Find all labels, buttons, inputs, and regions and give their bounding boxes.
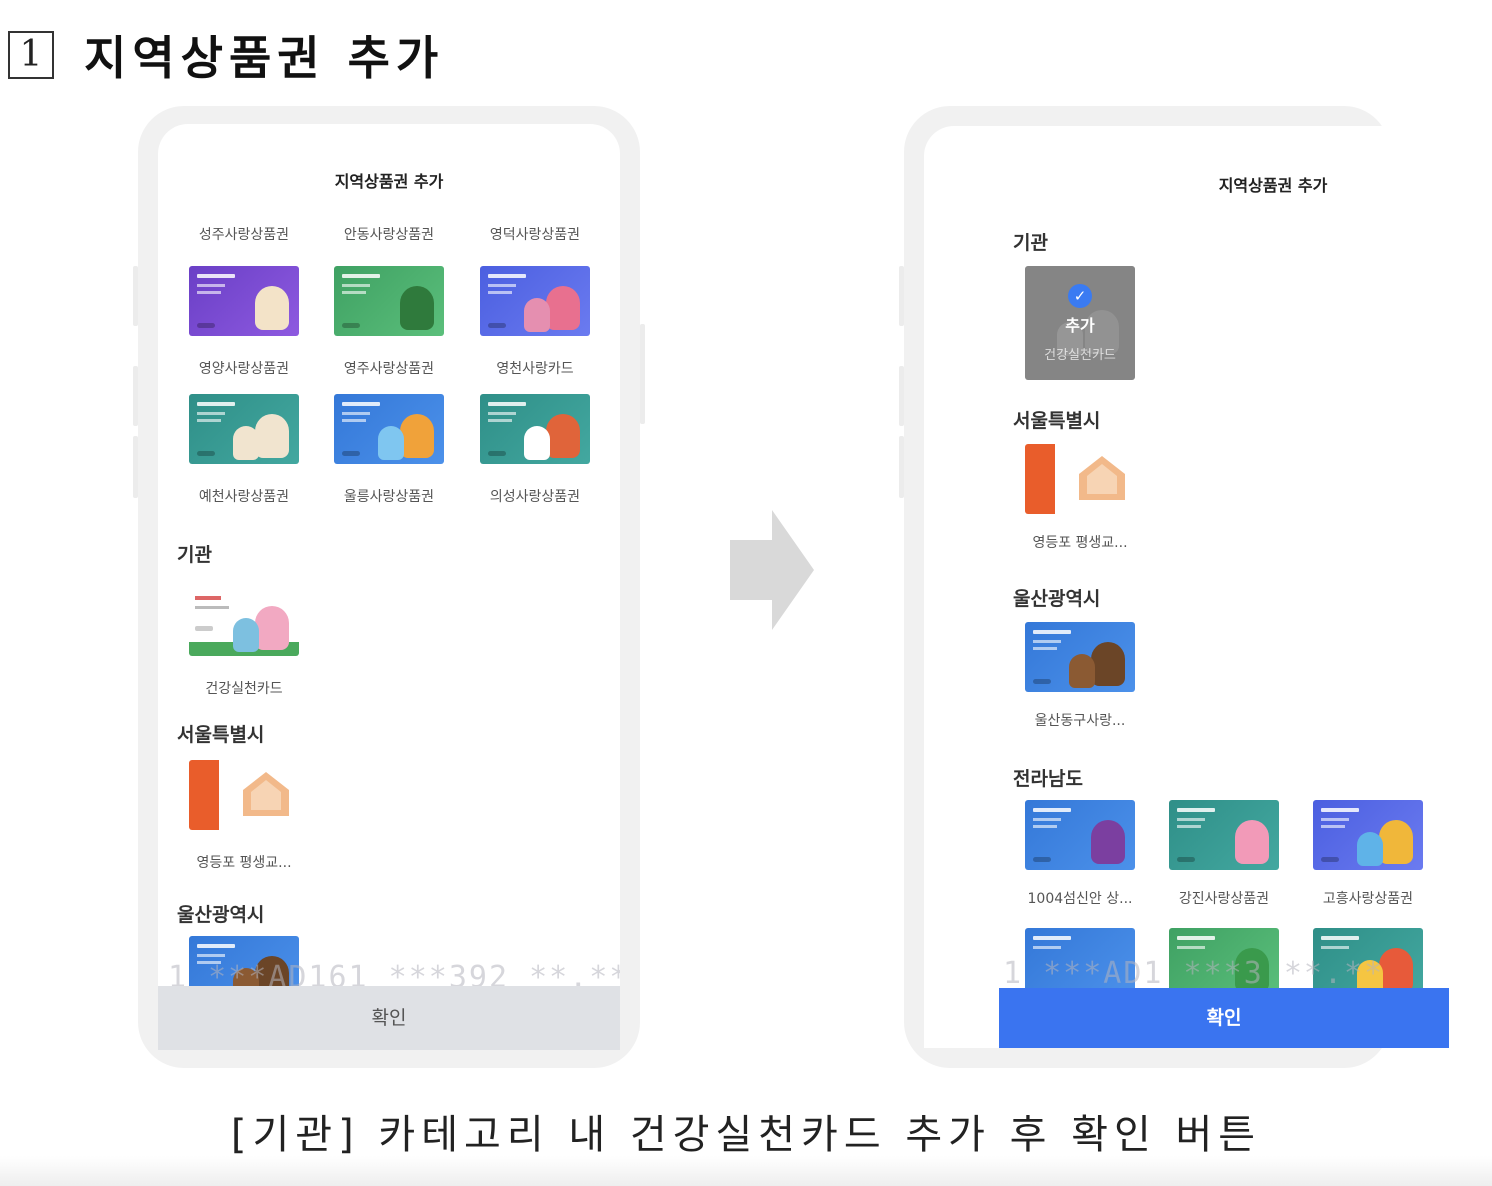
screen-title: 지역상품권 추가	[1218, 176, 1328, 195]
card-image	[189, 760, 299, 830]
card-image	[480, 266, 590, 336]
side-button	[899, 366, 904, 426]
voucher-card[interactable]: 의성사랑상품권	[480, 394, 590, 506]
card-image	[1313, 928, 1423, 998]
card-image: ✓ 추가 건강실천카드	[1025, 266, 1135, 380]
card-image	[334, 394, 444, 464]
card-image	[1169, 800, 1279, 870]
card-image	[189, 586, 299, 656]
selected-overlay: ✓ 추가 건강실천카드	[1025, 266, 1135, 380]
voucher-card[interactable]: 1004섬신안 상...	[1025, 800, 1135, 908]
left-screen: 지역상품권 추가 성주사랑상품권 안동사랑상품권 영덕사랑상품권 영양사랑상품권…	[158, 124, 620, 1050]
voucher-card[interactable]: 영주사랑상품권	[334, 266, 444, 378]
selected-card-name: 건강실천카드	[1044, 347, 1116, 363]
section-seoul-title: 서울특별시	[177, 724, 265, 746]
side-button	[133, 266, 138, 326]
card-image	[480, 394, 590, 464]
section-ulsan-title: 울산광역시	[1013, 588, 1101, 610]
card-label[interactable]: 안동사랑상품권	[343, 227, 435, 243]
card-label: 영등포 평생교...	[1032, 535, 1128, 551]
voucher-card-yeongdeungpo[interactable]: 영등포 평생교...	[189, 760, 299, 872]
figure-caption: [기관] 카테고리 내 건강실천카드 추가 후 확인 버튼	[230, 1112, 1262, 1158]
section-seoul-title: 서울특별시	[1013, 410, 1101, 432]
section-title: 지역상품권 추가	[84, 31, 445, 85]
left-phone-frame: 지역상품권 추가 성주사랑상품권 안동사랑상품권 영덕사랑상품권 영양사랑상품권…	[133, 106, 645, 1068]
watermark: 1 ***AD1 ***3 **.**	[1003, 956, 1385, 991]
card-label: 의성사랑상품권	[489, 489, 581, 505]
card-image	[1313, 800, 1423, 870]
voucher-card[interactable]: 영양사랑상품권	[189, 266, 299, 378]
voucher-card[interactable]: 강진사랑상품권	[1169, 800, 1279, 908]
card-label: 영등포 평생교...	[196, 855, 292, 871]
voucher-card[interactable]: 고흥사랑상품권	[1313, 800, 1423, 908]
voucher-card-yeongdeungpo[interactable]: 영등포 평생교...	[1025, 444, 1135, 552]
section-heading: 1 지역상품권 추가	[8, 22, 444, 88]
section-org-title: 기관	[1013, 232, 1048, 254]
check-icon: ✓	[1068, 283, 1092, 308]
right-content-panel: 기관 ✓ 추가 건강실천카드 서울특별시 영등포 평생교... 울산광역시	[999, 212, 1449, 1048]
voucher-card[interactable]: 울산동구사랑...	[1025, 622, 1135, 730]
card-image	[189, 266, 299, 336]
card-label: 영주사랑상품권	[343, 361, 435, 377]
voucher-card[interactable]: 울릉사랑상품권	[334, 394, 444, 506]
card-image	[1025, 928, 1135, 998]
voucher-card[interactable]	[1169, 928, 1279, 998]
card-label: 영양사랑상품권	[198, 361, 290, 377]
footer-fade	[0, 1156, 1492, 1186]
card-label: 강진사랑상품권	[1178, 891, 1270, 907]
card-label[interactable]: 성주사랑상품권	[198, 227, 290, 243]
card-image	[1025, 444, 1135, 514]
card-label: 울산동구사랑...	[1034, 713, 1126, 729]
card-label: 고흥사랑상품권	[1322, 891, 1414, 907]
voucher-card-health-selected[interactable]: ✓ 추가 건강실천카드	[1025, 266, 1135, 380]
card-image	[1169, 928, 1279, 998]
card-label: 예천사랑상품권	[198, 489, 290, 505]
card-image	[1025, 622, 1135, 692]
side-button	[899, 266, 904, 326]
side-button	[133, 366, 138, 426]
confirm-button[interactable]: 확인	[158, 986, 620, 1050]
card-label[interactable]: 영덕사랑상품권	[489, 227, 581, 243]
section-org-title: 기관	[177, 544, 212, 566]
card-label: 1004섬신안 상...	[1027, 891, 1133, 907]
section-jeonnam-title: 전라남도	[1013, 768, 1083, 790]
card-image	[334, 266, 444, 336]
voucher-card-health[interactable]: 건강실천카드	[189, 586, 299, 698]
voucher-card[interactable]: 예천사랑상품권	[189, 394, 299, 506]
voucher-card[interactable]	[1313, 928, 1423, 998]
confirm-button[interactable]: 확인	[999, 988, 1449, 1048]
screen-title: 지역상품권 추가	[334, 172, 444, 191]
side-button	[640, 324, 645, 424]
section-ulsan-title: 울산광역시	[177, 904, 265, 926]
side-button	[899, 436, 904, 498]
section-number: 1	[8, 31, 54, 79]
card-image	[1025, 800, 1135, 870]
card-label: 울릉사랑상품권	[343, 489, 435, 505]
arrow-right-icon	[730, 510, 814, 630]
voucher-card[interactable]	[1025, 928, 1135, 998]
voucher-card[interactable]: 영천사랑카드	[480, 266, 590, 378]
card-label: 영천사랑카드	[496, 361, 574, 377]
selected-badge: 추가	[1065, 315, 1095, 335]
card-image	[189, 394, 299, 464]
side-button	[133, 436, 138, 498]
card-label: 건강실천카드	[205, 681, 283, 697]
